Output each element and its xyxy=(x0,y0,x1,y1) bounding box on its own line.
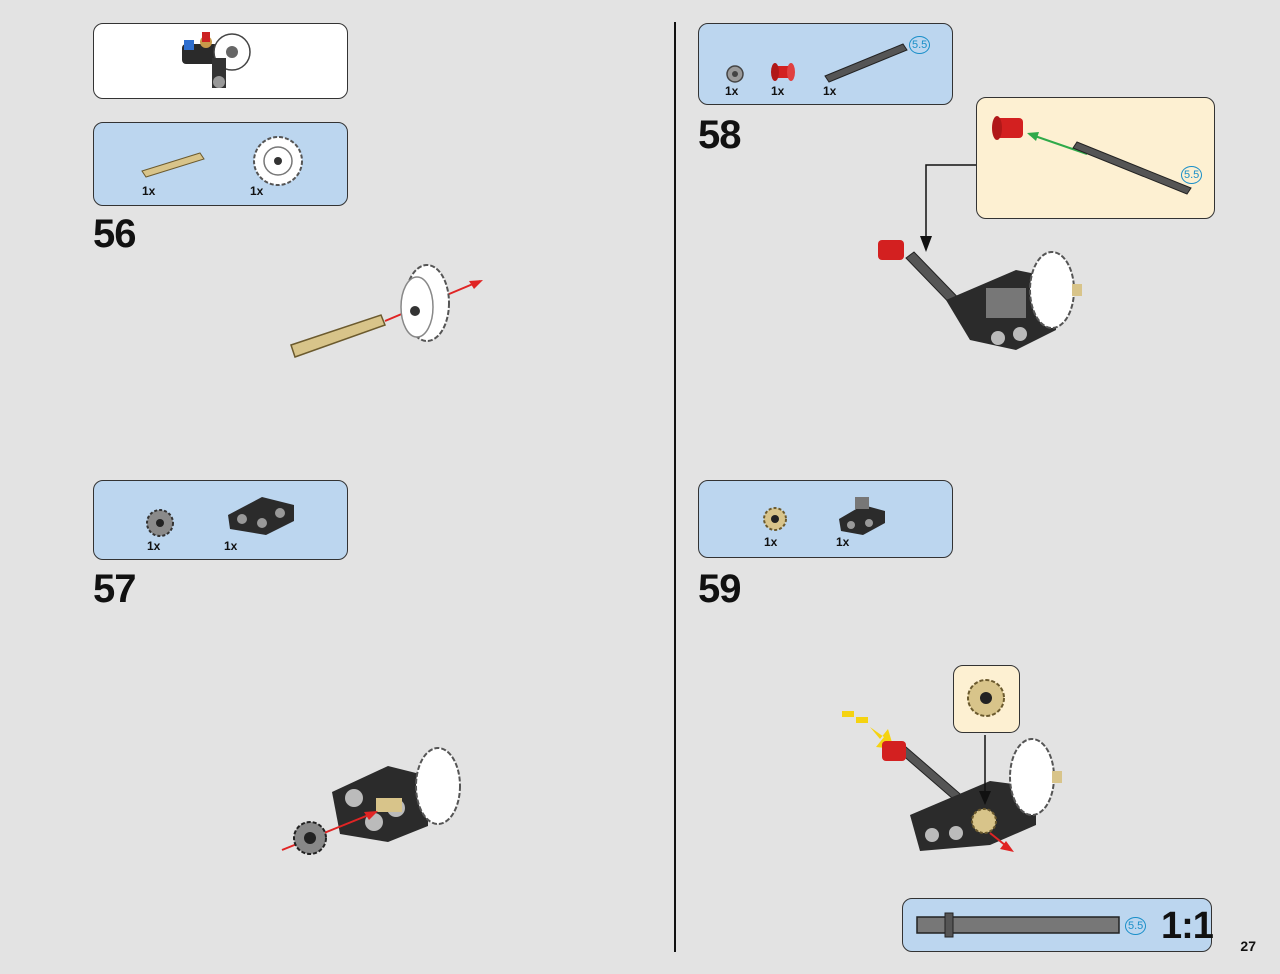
gear-white-icon xyxy=(253,136,303,186)
callout-length-badge: 5.5 xyxy=(1181,166,1203,184)
axle-tan-icon xyxy=(141,152,205,178)
submodel-preview-image xyxy=(182,32,251,88)
step-58-length-badge: 5.5 xyxy=(909,36,931,54)
ruler-axle-image xyxy=(916,912,1120,938)
bush-red-icon xyxy=(771,63,795,81)
step-59-part-2-qty: 1x xyxy=(836,535,850,549)
step-58-number: 58 xyxy=(698,113,741,157)
step-57-assembly-image xyxy=(281,747,461,855)
step-58-part-1-qty: 1x xyxy=(725,84,739,98)
step-56-number: 56 xyxy=(93,212,136,256)
step-57-part-1-qty: 1x xyxy=(147,539,161,553)
beam-black-icon xyxy=(228,497,294,535)
callout-gear-image xyxy=(967,679,1005,717)
step-56-parts-panel: 1x 1x xyxy=(93,122,348,206)
gear-gray-icon xyxy=(146,509,174,537)
step-56-assembly-image xyxy=(290,264,483,358)
step-56-part-1-qty: 1x xyxy=(142,184,156,198)
step-58-assembly-image xyxy=(878,164,1082,350)
ruler-length-badge: 5.5 xyxy=(1125,917,1147,935)
step-59-number: 59 xyxy=(698,567,741,611)
bush-gray-icon xyxy=(726,65,744,83)
page-number: 27 xyxy=(1240,938,1256,954)
step-58-part-3-qty: 1x xyxy=(823,84,837,98)
step-57-number: 57 xyxy=(93,567,136,611)
submodel-preview-panel xyxy=(93,23,348,99)
scale-ratio-label: 1:1 xyxy=(1161,905,1214,947)
connector-black-icon xyxy=(839,497,885,535)
callout-assembly-image xyxy=(992,116,1192,195)
step-58-callout-panel: 5.5 xyxy=(976,97,1215,219)
step-57-part-2-qty: 1x xyxy=(224,539,238,553)
step-59-part-1-qty: 1x xyxy=(764,535,778,549)
step-58-parts-panel: 1x 1x 5.5 1x xyxy=(698,23,953,105)
step-57-parts-panel: 1x 1x xyxy=(93,480,348,560)
step-58-part-2-qty: 1x xyxy=(771,84,785,98)
step-59-callout-panel xyxy=(953,665,1020,733)
step-59-parts-panel: 1x 1x xyxy=(698,480,953,558)
step-59-assembly-image xyxy=(842,711,1062,852)
gear-tan-icon xyxy=(763,507,787,531)
step-56-part-2-qty: 1x xyxy=(250,184,264,198)
axle-gray-icon xyxy=(824,43,908,83)
page-divider xyxy=(674,22,676,952)
scale-ruler-panel: 5.5 1:1 xyxy=(902,898,1214,952)
